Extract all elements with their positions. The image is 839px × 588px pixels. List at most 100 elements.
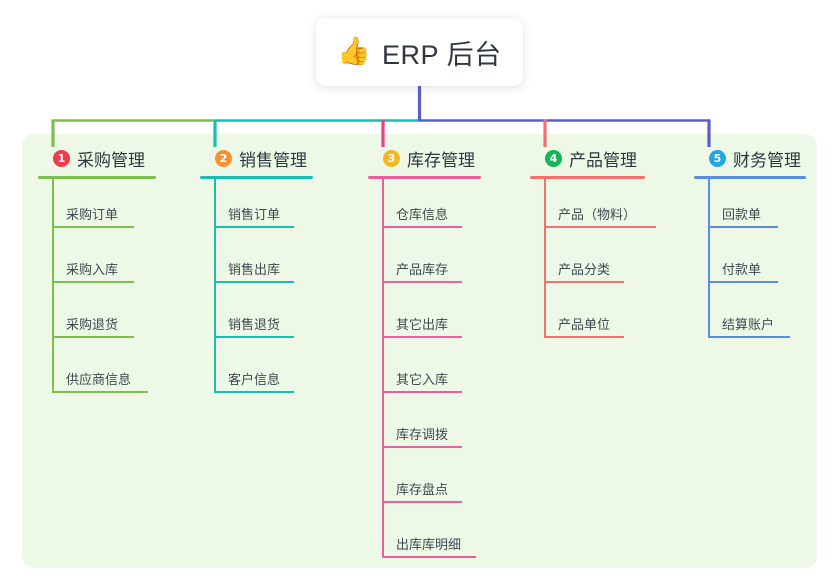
branch-item[interactable]: 产品分类 [530, 234, 690, 289]
branch-item[interactable]: 出库库明细 [368, 509, 518, 564]
branch-item-underline [52, 391, 148, 393]
branch-item-label: 结算账户 [722, 317, 775, 332]
branch-number-badge: 5 [709, 149, 726, 167]
branch-items: 产品（物料） 产品分类产品单位 [530, 179, 690, 344]
branch-item-label: 销售退货 [228, 317, 281, 332]
branch-item-underline [708, 336, 790, 338]
branch-item[interactable]: 客户信息 [200, 344, 350, 399]
branch-header[interactable]: 1 采购管理 [38, 146, 188, 170]
branch-items: 采购订单采购入库采购退货供应商信息 [38, 179, 188, 399]
branch-item-label: 采购订单 [66, 207, 119, 222]
branch-items: 仓库信息产品库存其它出库其它入库库存调拨库存盘点出库库明细 [368, 179, 518, 564]
root-node[interactable]: 👍 ERP 后台 [316, 18, 523, 86]
branch-number-badge: 4 [545, 149, 562, 167]
branch-underline [368, 176, 481, 179]
branch-spine [544, 179, 546, 338]
branch-header[interactable]: 5 财务管理 [694, 146, 814, 170]
branch-1[interactable]: 1 采购管理采购订单采购入库采购退货供应商信息 [38, 146, 188, 399]
branch-title: 产品管理 [569, 150, 637, 170]
branch-number-badge: 2 [215, 149, 232, 167]
branch-underline [530, 176, 645, 179]
branch-3[interactable]: 3 库存管理仓库信息产品库存其它出库其它入库库存调拨库存盘点出库库明细 [368, 146, 518, 564]
branch-underline [38, 176, 156, 179]
branch-item-underline [52, 281, 134, 283]
branch-item[interactable]: 销售退货 [200, 289, 350, 344]
branch-item[interactable]: 供应商信息 [38, 344, 188, 399]
branch-item[interactable]: 库存盘点 [368, 454, 518, 509]
branch-items: 回款单付款单结算账户 [694, 179, 814, 344]
branches-panel [22, 134, 817, 568]
branch-spine [52, 179, 54, 393]
branch-item-underline [382, 336, 462, 338]
branch-header[interactable]: 4 产品管理 [530, 146, 690, 170]
branch-item-label: 仓库信息 [396, 207, 449, 222]
branch-item-underline [708, 226, 778, 228]
branch-item-label: 出库库明细 [396, 537, 462, 552]
branch-number-badge: 1 [53, 149, 70, 167]
branch-item-label: 客户信息 [228, 372, 281, 387]
branch-item[interactable]: 结算账户 [694, 289, 814, 344]
branch-item[interactable]: 回款单 [694, 179, 814, 234]
branch-spine [708, 179, 710, 338]
branch-item[interactable]: 付款单 [694, 234, 814, 289]
branch-item-underline [544, 226, 656, 228]
branch-item[interactable]: 其它出库 [368, 289, 518, 344]
branch-item[interactable]: 库存调拨 [368, 399, 518, 454]
branch-item-label: 库存盘点 [396, 482, 449, 497]
branch-item-label: 产品（物料） [558, 207, 637, 222]
branch-item-label: 付款单 [722, 262, 762, 277]
branch-header[interactable]: 3 库存管理 [368, 146, 518, 170]
branch-underline [200, 176, 313, 179]
branch-items: 销售订单销售出库销售退货客户信息 [200, 179, 350, 399]
branch-item-underline [52, 226, 134, 228]
branch-item-label: 产品分类 [558, 262, 611, 277]
branch-item-underline [52, 336, 134, 338]
branch-item[interactable]: 产品库存 [368, 234, 518, 289]
branch-item-label: 采购入库 [66, 262, 119, 277]
branch-item-label: 其它出库 [396, 317, 449, 332]
root-title: ERP 后台 [382, 39, 502, 70]
branch-item-underline [708, 281, 778, 283]
branch-item-label: 供应商信息 [66, 372, 132, 387]
branch-item-underline [544, 281, 624, 283]
branch-item-underline [382, 446, 462, 448]
branch-spine [214, 179, 216, 393]
branch-item-label: 其它入库 [396, 372, 449, 387]
branch-item[interactable]: 销售订单 [200, 179, 350, 234]
branch-item[interactable]: 采购订单 [38, 179, 188, 234]
branch-5[interactable]: 5 财务管理回款单付款单结算账户 [694, 146, 814, 344]
branch-item-label: 销售订单 [228, 207, 281, 222]
branch-item[interactable]: 产品（物料） [530, 179, 690, 234]
branch-underline [694, 176, 806, 179]
branch-item[interactable]: 仓库信息 [368, 179, 518, 234]
branch-title: 财务管理 [733, 150, 801, 170]
branch-title: 采购管理 [77, 150, 145, 170]
branch-item[interactable]: 采购入库 [38, 234, 188, 289]
branch-item-underline [214, 226, 294, 228]
branch-item[interactable]: 其它入库 [368, 344, 518, 399]
branch-item-underline [214, 281, 294, 283]
branch-4[interactable]: 4 产品管理产品（物料） 产品分类产品单位 [530, 146, 690, 344]
branch-number-badge: 3 [383, 149, 400, 167]
thumbs-up-icon: 👍 [337, 35, 372, 67]
branch-item-underline [382, 556, 476, 558]
branch-item-label: 产品单位 [558, 317, 611, 332]
branch-item-label: 产品库存 [396, 262, 449, 277]
branch-item[interactable]: 采购退货 [38, 289, 188, 344]
branch-item-underline [544, 336, 624, 338]
branch-title: 库存管理 [407, 150, 475, 170]
branch-item[interactable]: 产品单位 [530, 289, 690, 344]
branch-item-underline [214, 391, 294, 393]
branch-item-underline [382, 226, 462, 228]
branch-spine [382, 179, 384, 558]
branch-item-label: 采购退货 [66, 317, 119, 332]
branch-item-underline [214, 336, 294, 338]
branch-item-underline [382, 391, 462, 393]
branch-item[interactable]: 销售出库 [200, 234, 350, 289]
branch-item-underline [382, 281, 462, 283]
branch-item-label: 库存调拨 [396, 427, 449, 442]
branch-item-label: 销售出库 [228, 262, 281, 277]
